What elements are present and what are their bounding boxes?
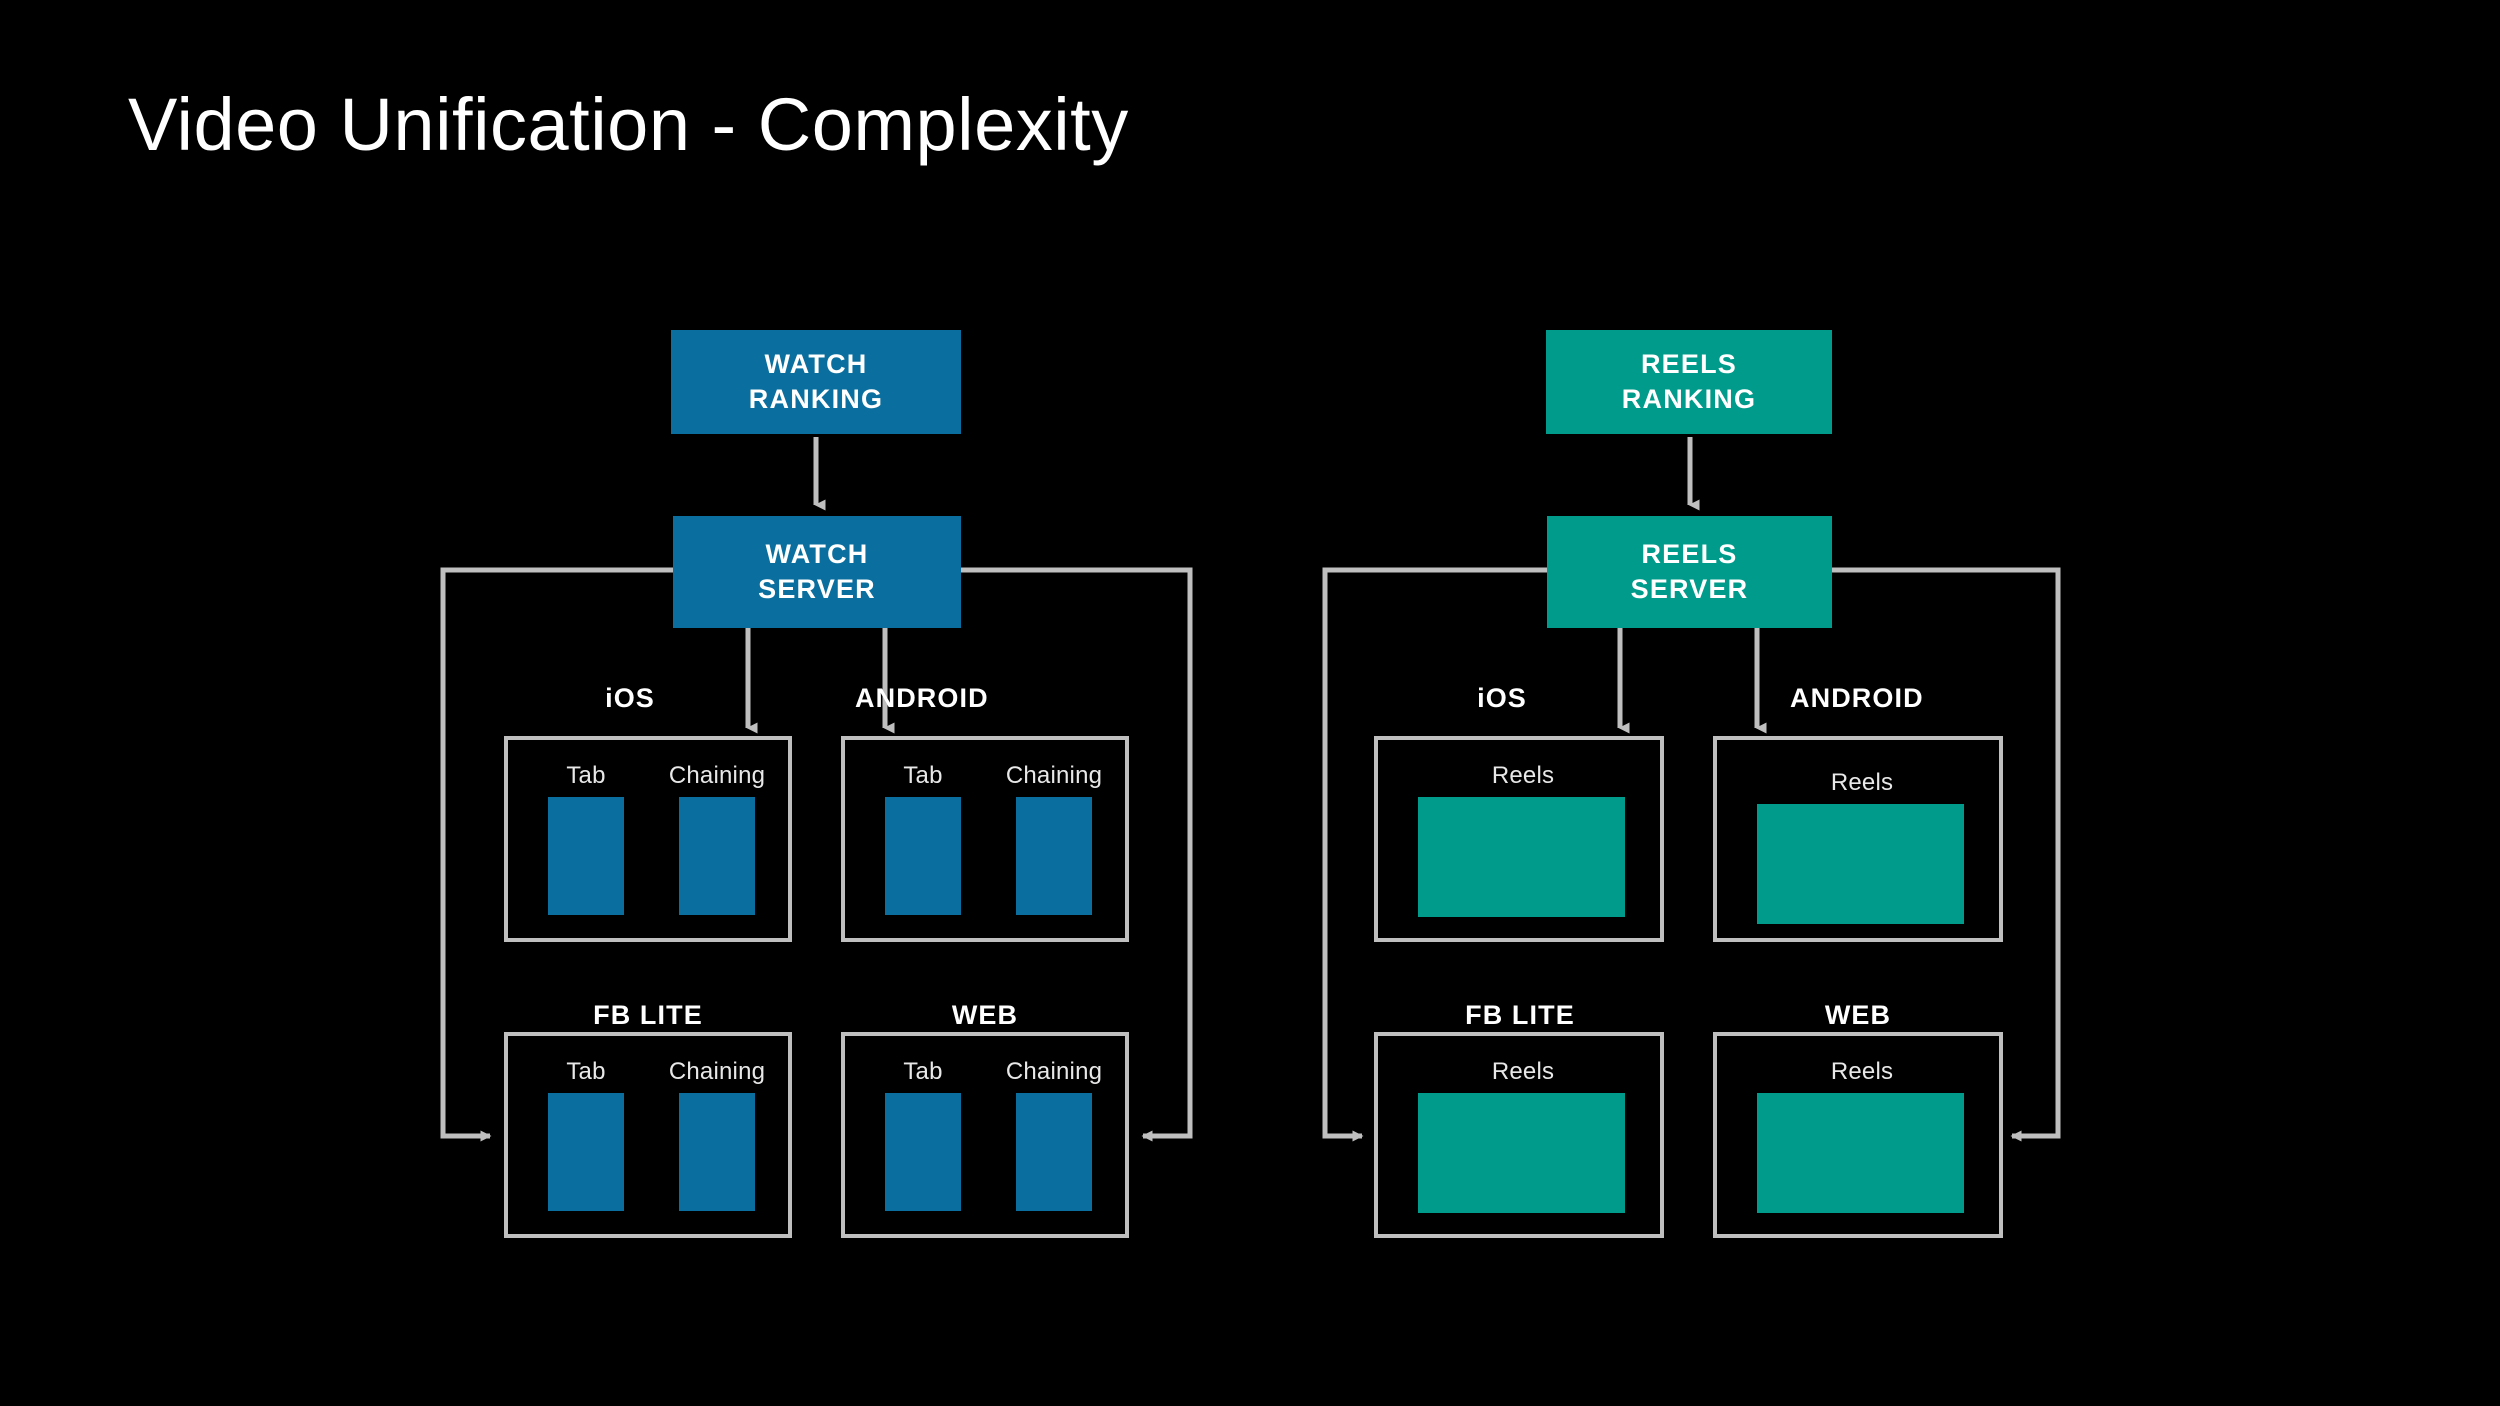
watch-platform-box-web[interactable]: Tab Chaining	[841, 1032, 1129, 1238]
surface-swatch	[679, 1093, 755, 1211]
reels-platform-label-web: WEB	[1824, 1000, 1892, 1030]
surface-swatch	[885, 797, 961, 915]
surface-swatch	[1757, 804, 1964, 924]
watch-android-surface-tab[interactable]: Tab	[884, 764, 962, 915]
reels-ranking-line1: REELS	[1640, 349, 1738, 380]
reels-platform-box-android[interactable]: Reels	[1713, 736, 2003, 942]
reels-ranking-line2: RANKING	[1621, 384, 1757, 414]
surface-label: Chaining	[668, 762, 766, 789]
reels-web-surface-reels[interactable]: Reels	[1757, 1060, 1967, 1213]
surface-swatch	[885, 1093, 961, 1211]
watch-platform-box-fblite[interactable]: Tab Chaining	[504, 1032, 792, 1238]
surface-label: Tab	[903, 762, 943, 789]
reels-platform-label-android: ANDROID	[1790, 683, 1924, 713]
surface-label: Reels	[1491, 1058, 1555, 1085]
reels-server-box[interactable]: REELS SERVER	[1547, 516, 1832, 628]
surface-label: Tab	[903, 1058, 943, 1085]
surface-label: Tab	[566, 1058, 606, 1085]
watch-web-surface-chaining[interactable]: Chaining	[1005, 1060, 1103, 1211]
page-title: Video Unification - Complexity	[128, 83, 1129, 166]
watch-web-surface-tab[interactable]: Tab	[884, 1060, 962, 1211]
surface-swatch	[679, 797, 755, 915]
reels-platform-box-fblite[interactable]: Reels	[1374, 1032, 1664, 1238]
reels-server-line2: SERVER	[1630, 574, 1749, 604]
reels-ranking-box[interactable]: REELS RANKING	[1546, 330, 1832, 434]
surface-label: Chaining	[668, 1058, 766, 1085]
reels-platform-box-web[interactable]: Reels	[1713, 1032, 2003, 1238]
watch-fblite-surface-tab[interactable]: Tab	[547, 1060, 625, 1211]
reels-platform-box-ios[interactable]: Reels	[1374, 736, 1664, 942]
surface-swatch	[1016, 1093, 1092, 1211]
surface-label: Chaining	[1005, 762, 1103, 789]
watch-ranking-line2: RANKING	[748, 384, 884, 414]
watch-platform-label-android: ANDROID	[855, 683, 989, 713]
surface-swatch	[1016, 797, 1092, 915]
watch-platform-label-web: WEB	[951, 1000, 1019, 1030]
watch-ranking-box[interactable]: WATCH RANKING	[671, 330, 961, 434]
watch-ios-surface-chaining[interactable]: Chaining	[668, 764, 766, 915]
watch-fblite-surface-chaining[interactable]: Chaining	[668, 1060, 766, 1211]
reels-platform-label-fblite: FB LITE	[1465, 1000, 1575, 1030]
reels-ios-surface-reels[interactable]: Reels	[1418, 764, 1628, 917]
watch-android-surface-chaining[interactable]: Chaining	[1005, 764, 1103, 915]
surface-label: Reels	[1830, 1058, 1894, 1085]
watch-server-box[interactable]: WATCH SERVER	[673, 516, 961, 628]
watch-platform-label-ios: iOS	[605, 683, 655, 713]
surface-label: Tab	[566, 762, 606, 789]
surface-swatch	[1757, 1093, 1964, 1213]
reels-server-line1: REELS	[1641, 539, 1738, 570]
watch-platform-box-android[interactable]: Tab Chaining	[841, 736, 1129, 942]
reels-android-surface-reels[interactable]: Reels	[1757, 771, 1967, 924]
watch-ranking-line1: WATCH	[764, 349, 868, 380]
surface-swatch	[1418, 1093, 1625, 1213]
watch-server-line2: SERVER	[758, 574, 876, 604]
surface-label: Reels	[1830, 769, 1894, 796]
watch-ios-surface-tab[interactable]: Tab	[547, 764, 625, 915]
watch-server-line1: WATCH	[765, 539, 869, 570]
surface-label: Chaining	[1005, 1058, 1103, 1085]
watch-platform-box-ios[interactable]: Tab Chaining	[504, 736, 792, 942]
watch-platform-label-fblite: FB LITE	[593, 1000, 703, 1030]
surface-swatch	[1418, 797, 1625, 917]
reels-fblite-surface-reels[interactable]: Reels	[1418, 1060, 1628, 1213]
reels-platform-label-ios: iOS	[1477, 683, 1527, 713]
surface-swatch	[548, 1093, 624, 1211]
surface-label: Reels	[1491, 762, 1555, 789]
surface-swatch	[548, 797, 624, 915]
